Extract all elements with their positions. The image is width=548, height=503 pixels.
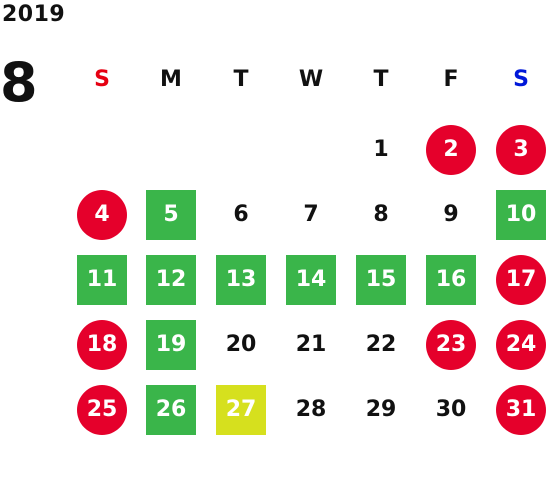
year-label: 2019	[2, 2, 66, 27]
day-cell-17[interactable]: 17	[496, 255, 546, 305]
day-cell-15[interactable]: 15	[356, 255, 406, 305]
weekday-label: M	[160, 67, 182, 92]
day-cell-11[interactable]: 11	[77, 255, 127, 305]
day-cell-24[interactable]: 24	[496, 320, 546, 370]
day-cell-31[interactable]: 31	[496, 385, 546, 435]
weekday-label: W	[298, 67, 324, 92]
day-cell-29[interactable]: 29	[365, 397, 397, 422]
day-cell-13[interactable]: 13	[216, 255, 266, 305]
day-cell-22[interactable]: 22	[365, 332, 397, 357]
weekday-label: S	[94, 67, 110, 92]
day-cell-20[interactable]: 20	[225, 332, 257, 357]
day-cell-10[interactable]: 10	[496, 190, 546, 240]
day-cell-3[interactable]: 3	[496, 125, 546, 175]
day-cell-27[interactable]: 27	[216, 385, 266, 435]
weekday-label: T	[373, 67, 389, 92]
day-cell-14[interactable]: 14	[286, 255, 336, 305]
day-cell-30[interactable]: 30	[435, 397, 467, 422]
day-cell-1[interactable]: 1	[373, 137, 389, 162]
weekday-label: S	[513, 67, 529, 92]
day-cell-2[interactable]: 2	[426, 125, 476, 175]
day-cell-19[interactable]: 19	[146, 320, 196, 370]
day-cell-4[interactable]: 4	[77, 190, 127, 240]
day-cell-5[interactable]: 5	[146, 190, 196, 240]
weekday-label: F	[443, 67, 459, 92]
weekday-label: T	[233, 67, 249, 92]
day-cell-26[interactable]: 26	[146, 385, 196, 435]
day-cell-25[interactable]: 25	[77, 385, 127, 435]
month-label: 8	[0, 51, 38, 114]
day-cell-8[interactable]: 8	[373, 202, 389, 227]
day-cell-23[interactable]: 23	[426, 320, 476, 370]
day-cell-6[interactable]: 6	[233, 202, 249, 227]
day-cell-9[interactable]: 9	[443, 202, 459, 227]
day-cell-7[interactable]: 7	[303, 202, 319, 227]
day-cell-12[interactable]: 12	[146, 255, 196, 305]
day-cell-28[interactable]: 28	[295, 397, 327, 422]
day-cell-21[interactable]: 21	[295, 332, 327, 357]
day-cell-18[interactable]: 18	[77, 320, 127, 370]
day-cell-16[interactable]: 16	[426, 255, 476, 305]
